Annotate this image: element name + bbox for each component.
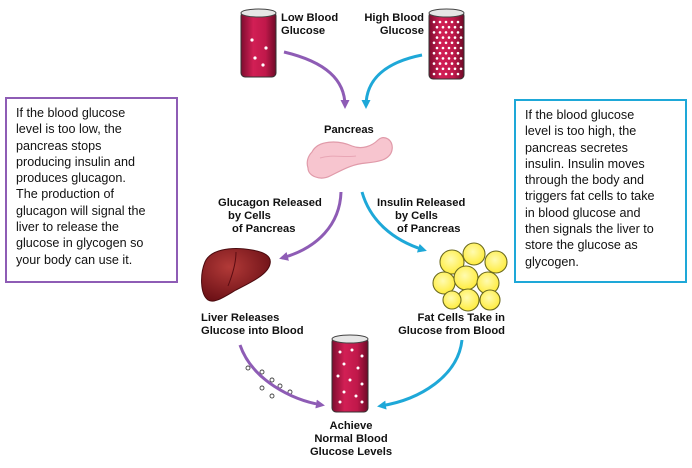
box-line: The production of	[16, 187, 115, 202]
label-fat-cells: Fat Cells Take in Glucose from Blood	[398, 312, 505, 337]
box-line: level is too high, the	[525, 124, 637, 139]
label-high-blood-glucose: High Blood Glucose	[364, 12, 424, 37]
box-line: glycogen.	[525, 254, 579, 269]
liver-organ	[201, 248, 271, 302]
label-liver-releases: Liver Releases Glucose into Blood	[201, 312, 304, 337]
arrow-low-to-pancreas	[283, 50, 350, 109]
normal-glucose-tube	[331, 334, 369, 413]
tube-dots	[432, 20, 463, 76]
glucose-dots	[245, 365, 293, 399]
box-line: producing insulin and	[16, 154, 136, 169]
box-line: through the body and	[525, 173, 645, 188]
arrow-fat-to-normal	[377, 339, 464, 410]
low-glucose-tube	[240, 8, 277, 78]
box-line: then signals the liver to	[525, 222, 654, 237]
box-line: produces glucagon.	[16, 171, 126, 186]
box-line: triggers fat cells to take	[525, 189, 655, 204]
arrow-pancreas-to-liver	[279, 191, 343, 261]
arrow-pancreas-to-fat	[360, 191, 427, 253]
tube-dots	[336, 348, 364, 404]
box-line: in blood glucose and	[525, 205, 641, 220]
label-pancreas: Pancreas	[324, 124, 374, 136]
fat-cells	[432, 242, 508, 312]
label-glucagon-released: Glucagon Released by Cells of Pancreas	[218, 197, 322, 235]
box-line: pancreas stops	[16, 138, 102, 153]
box-line: level is too low, the	[16, 122, 122, 137]
box-line: glucagon will signal the	[16, 203, 146, 218]
arrow-high-to-pancreas	[361, 53, 423, 109]
high-glucose-tube	[428, 8, 465, 80]
box-line: If the blood glucose	[16, 106, 126, 120]
high-glucose-explanation: If the blood glucose level is too high, …	[514, 99, 687, 283]
box-line: your body can use it.	[16, 252, 133, 267]
label-insulin-released: Insulin Released by Cells of Pancreas	[377, 197, 466, 235]
low-glucose-explanation: If the blood glucose level is too low, t…	[5, 97, 178, 283]
box-line: pancreas secretes	[525, 140, 628, 155]
tube-dots	[250, 38, 268, 67]
box-line: insulin. Insulin moves	[525, 156, 645, 171]
box-line: If the blood glucose	[525, 108, 635, 122]
pancreas-organ	[306, 137, 393, 179]
label-low-blood-glucose: Low Blood Glucose	[281, 12, 339, 37]
label-normal-glucose: Achieve Normal Blood Glucose Levels	[309, 420, 393, 458]
arrow-liver-to-normal	[238, 344, 325, 409]
box-line: glucose in glycogen so	[16, 236, 144, 251]
box-line: liver to release the	[16, 220, 119, 235]
box-line: store the glucose as	[525, 238, 638, 253]
